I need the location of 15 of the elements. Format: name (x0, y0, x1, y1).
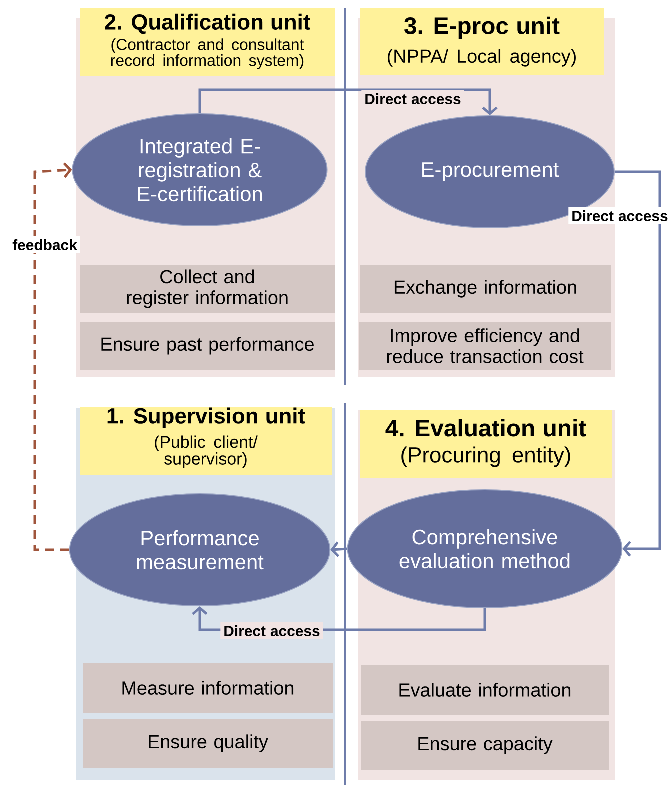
connector-arrow (198, 88, 498, 116)
edge-label: feedback (10, 236, 80, 254)
edge-label: Direct access (220, 622, 324, 640)
function-box: Evaluate information (361, 665, 609, 715)
function-box: Measure information (83, 663, 333, 713)
function-box: Ensure capacity (361, 721, 609, 770)
function-box: Ensure quality (83, 719, 333, 768)
connector-arrow (614, 170, 662, 557)
edge-label: Direct access (362, 90, 464, 108)
connector-arrow (34, 162, 72, 552)
function-box: Exchange information (360, 265, 611, 313)
function-box: Improve efficiency and reduce transaction cost (359, 322, 611, 370)
function-box: Collect and register information (80, 265, 335, 313)
function-box: Ensure past performance (80, 322, 335, 370)
edge-label: Direct access (568, 208, 672, 224)
